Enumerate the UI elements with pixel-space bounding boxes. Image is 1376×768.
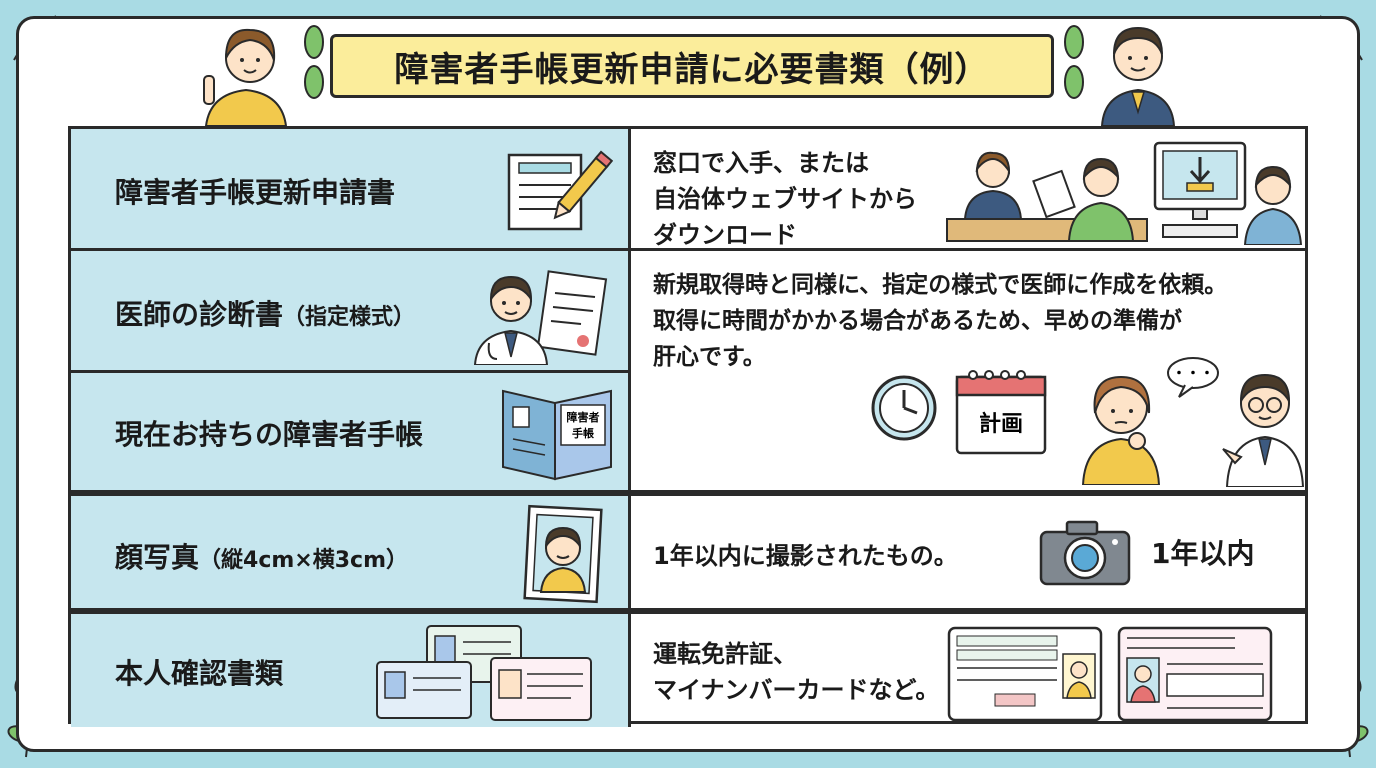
- item-label-main: 医師の診断書: [115, 298, 284, 331]
- medical-certificate-description-cell: 新規取得時と同様に、指定の様式で医師に作成を依頼。 取得に時間がかかる場合がある…: [633, 251, 1308, 493]
- description-line: 肝心です。: [653, 344, 766, 370]
- calendar-icon: 計画: [955, 370, 1047, 455]
- item-label: 本人確認書類: [115, 657, 284, 690]
- drivers-license-illustration: [947, 626, 1103, 722]
- table-row-photo: 顔写真（縦4cm×横3cm） 1年以内に撮影されたもの。 1年以内: [71, 493, 1305, 611]
- item-label-sub: （縦4cm×横3cm）: [199, 548, 408, 573]
- item-label-sub: （指定様式）: [283, 305, 416, 330]
- item-label: 医師の診断書（指定様式）: [115, 293, 415, 333]
- speech-bubble-text: ・・・: [1172, 366, 1214, 382]
- description-line: 運転免許証、: [653, 640, 797, 668]
- row-description: 新規取得時と同様に、指定の様式で医師に作成を依頼。 取得に時間がかかる場合がある…: [653, 267, 1227, 375]
- camera-label: 1年以内: [1151, 537, 1255, 570]
- row-divider: [71, 370, 631, 373]
- description-line: マイナンバーカードなど。: [653, 676, 940, 704]
- counter-handover-illustration: [946, 151, 1148, 242]
- label-cell: 顔写真（縦4cm×横3cm）: [71, 496, 631, 608]
- table-row-identification: 本人確認書類 運転免許証、 マイナンバーカードなど。: [71, 611, 1305, 727]
- documents-table: 障害者手帳更新申請書 窓口で入手、または 自治体ウェブサイトから ダウンロード: [68, 126, 1308, 727]
- item-label: 顔写真（縦4cm×横3cm）: [115, 536, 408, 576]
- leaf-decoration-title-right: [1064, 25, 1084, 99]
- speech-bubble-icon: ・・・: [1167, 357, 1219, 398]
- table-row-application-form: 障害者手帳更新申請書 窓口で入手、または 自治体ウェブサイトから ダウンロード: [71, 129, 1305, 251]
- label-cell: 障害者手帳更新申請書: [71, 129, 631, 248]
- computer-download-illustration: [1153, 141, 1303, 245]
- booklet-text: 障害者: [567, 410, 600, 424]
- calendar-label: 計画: [979, 411, 1023, 437]
- item-label: 障害者手帳更新申請書: [115, 176, 396, 209]
- clock-icon: [871, 375, 937, 441]
- row-description: 1年以内に撮影されたもの。: [653, 542, 958, 570]
- description-line: 窓口で入手、または: [653, 149, 869, 177]
- page-title: 障害者手帳更新申請に必要書類（例）: [330, 34, 1054, 98]
- item-label: 現在お持ちの障害者手帳: [115, 418, 424, 451]
- description-line: 自治体ウェブサイトから: [653, 185, 917, 213]
- face-photo-illustration: [523, 504, 603, 604]
- id-cards-illustration: [376, 625, 592, 721]
- my-number-card-illustration: [1117, 626, 1273, 722]
- description-line: 新規取得時と同様に、指定の様式で医師に作成を依頼。: [653, 272, 1228, 298]
- disability-booklet-illustration: 障害者 手帳: [502, 389, 612, 481]
- booklet-text: 手帳: [572, 426, 594, 440]
- doctor-with-certificate-illustration: [473, 270, 608, 365]
- leaf-decoration-title-left: [304, 25, 324, 99]
- description-line: 取得に時間がかかる場合があるため、早めの準備が: [653, 308, 1182, 334]
- woman-pointing-illustration: [203, 28, 288, 126]
- woman-thinking-illustration: [1081, 375, 1161, 485]
- item-label-main: 顔写真: [115, 541, 200, 574]
- row-description: 窓口で入手、または 自治体ウェブサイトから ダウンロード: [653, 145, 917, 253]
- description-line: ダウンロード: [653, 221, 797, 249]
- camera-icon: [1039, 520, 1131, 586]
- form-and-pencil-icon: [507, 150, 613, 231]
- man-in-suit-illustration: [1100, 26, 1176, 126]
- label-cell: 現在お持ちの障害者手帳 障害者 手帳: [71, 373, 631, 490]
- row-description: 運転免許証、 マイナンバーカードなど。: [653, 636, 939, 708]
- table-row-medical-certificate: 医師の診断書（指定様式） 現在お持ちの障害者手帳: [71, 251, 1305, 493]
- doctor-explaining-illustration: [1222, 373, 1305, 487]
- label-cell: 本人確認書類: [71, 614, 631, 727]
